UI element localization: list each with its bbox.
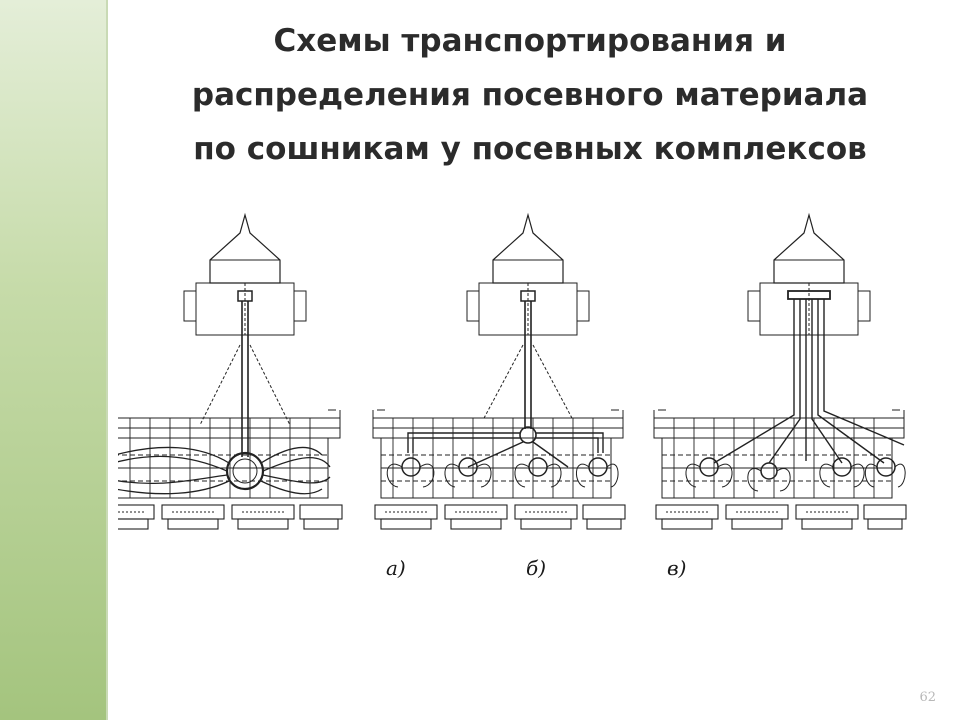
- title-line-1: Схемы транспортирования и: [273, 23, 787, 59]
- scheme-b-drawing: [372, 214, 626, 530]
- seeding-schemes-diagram: [118, 214, 907, 530]
- scheme-c-drawing: [653, 214, 907, 530]
- slide-title: Схемы транспортирования и распределения …: [150, 14, 910, 176]
- caption-b: б): [526, 556, 547, 580]
- scheme-a-drawing: [118, 214, 343, 530]
- title-line-3: по сошникам у посевных комплексов: [193, 131, 867, 167]
- sidebar-divider: [106, 0, 108, 720]
- title-line-2: распределения посевного материала: [191, 77, 869, 113]
- page-number: 62: [919, 690, 936, 705]
- caption-c: в): [667, 556, 687, 580]
- caption-a: а): [386, 556, 406, 580]
- decorative-sidebar: [0, 0, 106, 720]
